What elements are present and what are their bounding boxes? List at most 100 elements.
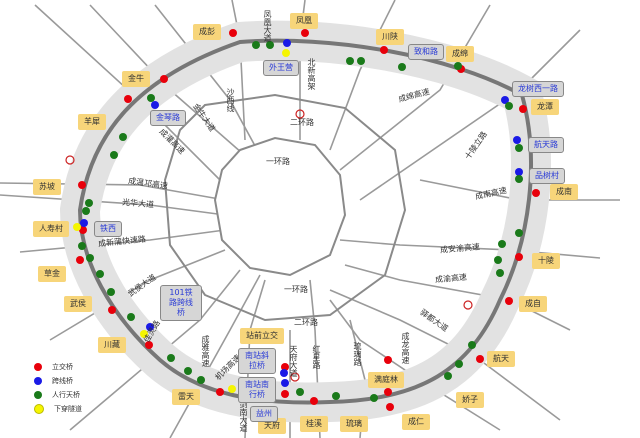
- road-label: 沙西线: [226, 88, 235, 112]
- footbridge-marker: [468, 341, 476, 349]
- road-label: 红星路: [312, 345, 321, 369]
- legend-item: 立交桥: [34, 360, 82, 374]
- footbridge-marker-icon: [34, 391, 42, 399]
- footbridge-marker: [78, 242, 86, 250]
- underpass-marker-icon: [34, 404, 44, 414]
- interchange-label: 桂溪: [300, 416, 328, 432]
- overpass-label: 龙树西一路: [512, 81, 564, 97]
- interchange-label: 龙潭: [531, 99, 559, 115]
- interchange-marker: [108, 306, 116, 314]
- overpass-marker: [513, 136, 521, 144]
- interchange-label: 十陵: [532, 253, 560, 269]
- interchange-marker: [301, 29, 309, 37]
- legend-item: 人行天桥: [34, 388, 82, 402]
- overpass-label: 外王营: [263, 60, 299, 76]
- interchange-marker: [229, 29, 237, 37]
- overpass-marker: [151, 101, 159, 109]
- interchange-marker: [519, 105, 527, 113]
- overpass-label: 101铁路跨线桥: [160, 285, 202, 321]
- interchange-label: 成自: [519, 296, 547, 312]
- interchange-marker: [384, 388, 392, 396]
- footbridge-marker: [167, 354, 175, 362]
- road-label: 凤凰大道: [263, 10, 272, 42]
- overpass-marker: [501, 96, 509, 104]
- overpass-marker: [280, 369, 288, 377]
- road-label: 一环路: [284, 285, 308, 294]
- road-label: 成雅高速: [201, 335, 210, 367]
- interchange-marker: [281, 390, 289, 398]
- road-label: 北新高架: [307, 58, 316, 90]
- footbridge-marker: [444, 372, 452, 380]
- interchange-marker: [145, 341, 153, 349]
- legend-label: 跨线桥: [52, 377, 73, 385]
- footbridge-marker: [346, 57, 354, 65]
- footbridge-marker: [119, 133, 127, 141]
- overpass-label: 南站南行桥: [238, 377, 276, 403]
- interchange-marker: [160, 75, 168, 83]
- footbridge-marker: [197, 376, 205, 384]
- interchange-marker: [79, 226, 87, 234]
- interchange-marker: [386, 403, 394, 411]
- footbridge-marker: [82, 207, 90, 215]
- overpass-marker: [515, 168, 523, 176]
- overpass-marker: [283, 39, 291, 47]
- interchange-label: 成绵: [446, 46, 474, 62]
- interchange-label: 川陕: [376, 29, 404, 45]
- road-label: 剑南大道: [239, 400, 248, 432]
- interchange-marker: [505, 297, 513, 305]
- interchange-label: 凤凰: [290, 13, 318, 29]
- interchange-label: 成彭: [193, 24, 221, 40]
- interchange-label: 站前立交: [240, 328, 284, 344]
- footbridge-marker: [296, 388, 304, 396]
- interchange-label: 满庭林: [368, 372, 404, 388]
- footbridge-marker: [455, 360, 463, 368]
- footbridge-marker: [398, 63, 406, 71]
- interchange-marker: [384, 356, 392, 364]
- overpass-label: 益州: [250, 406, 278, 422]
- footbridge-marker: [515, 175, 523, 183]
- interchange-marker: [532, 189, 540, 197]
- interchange-label: 雷天: [172, 389, 200, 405]
- interchange-label: 成仁: [402, 414, 430, 430]
- interchange-marker-icon: [34, 363, 42, 371]
- footbridge-marker: [184, 367, 192, 375]
- interchange-label: 人寿村: [33, 221, 69, 237]
- footbridge-marker: [147, 94, 155, 102]
- footbridge-marker: [266, 41, 274, 49]
- interchange-marker: [78, 181, 86, 189]
- interchange-label: 草金: [38, 266, 66, 282]
- road-label: 成龙高速: [401, 332, 410, 364]
- legend-label: 立交桥: [52, 363, 73, 371]
- interchange-marker: [457, 65, 465, 73]
- interchange-label: 琉璃: [340, 416, 368, 432]
- legend-label: 人行天桥: [52, 391, 80, 399]
- overpass-marker: [281, 379, 289, 387]
- overpass-marker: [80, 219, 88, 227]
- legend-label: 下穿隧道: [54, 405, 82, 413]
- footbridge-marker: [252, 41, 260, 49]
- overpass-label: 致和路: [408, 44, 444, 60]
- footbridge-marker: [370, 394, 378, 402]
- overpass-marker-icon: [34, 377, 42, 385]
- interchange-marker: [76, 256, 84, 264]
- interchange-marker: [281, 363, 289, 371]
- interchange-label: 成南: [550, 184, 578, 200]
- footbridge-marker: [110, 151, 118, 159]
- overpass-label: 铁西: [94, 221, 122, 237]
- overpass-label: 南站斜拉桥: [238, 348, 276, 374]
- underpass-marker: [73, 223, 81, 231]
- interchange-label: 航天: [487, 351, 515, 367]
- interchange-marker: [515, 253, 523, 261]
- interchange-marker: [124, 95, 132, 103]
- interchange-label: 川藏: [98, 337, 126, 353]
- interchange-label: 武侯: [64, 296, 92, 312]
- overpass-label: 航天路: [528, 137, 564, 153]
- road-label: 二环路: [290, 118, 314, 127]
- road-label: 琉璃路: [353, 342, 362, 366]
- footbridge-marker: [127, 313, 135, 321]
- legend-item: 跨线桥: [34, 374, 82, 388]
- station-icons: [65, 109, 473, 382]
- map-legend: 立交桥 跨线桥 人行天桥 下穿隧道: [34, 360, 82, 416]
- underpass-marker: [228, 385, 236, 393]
